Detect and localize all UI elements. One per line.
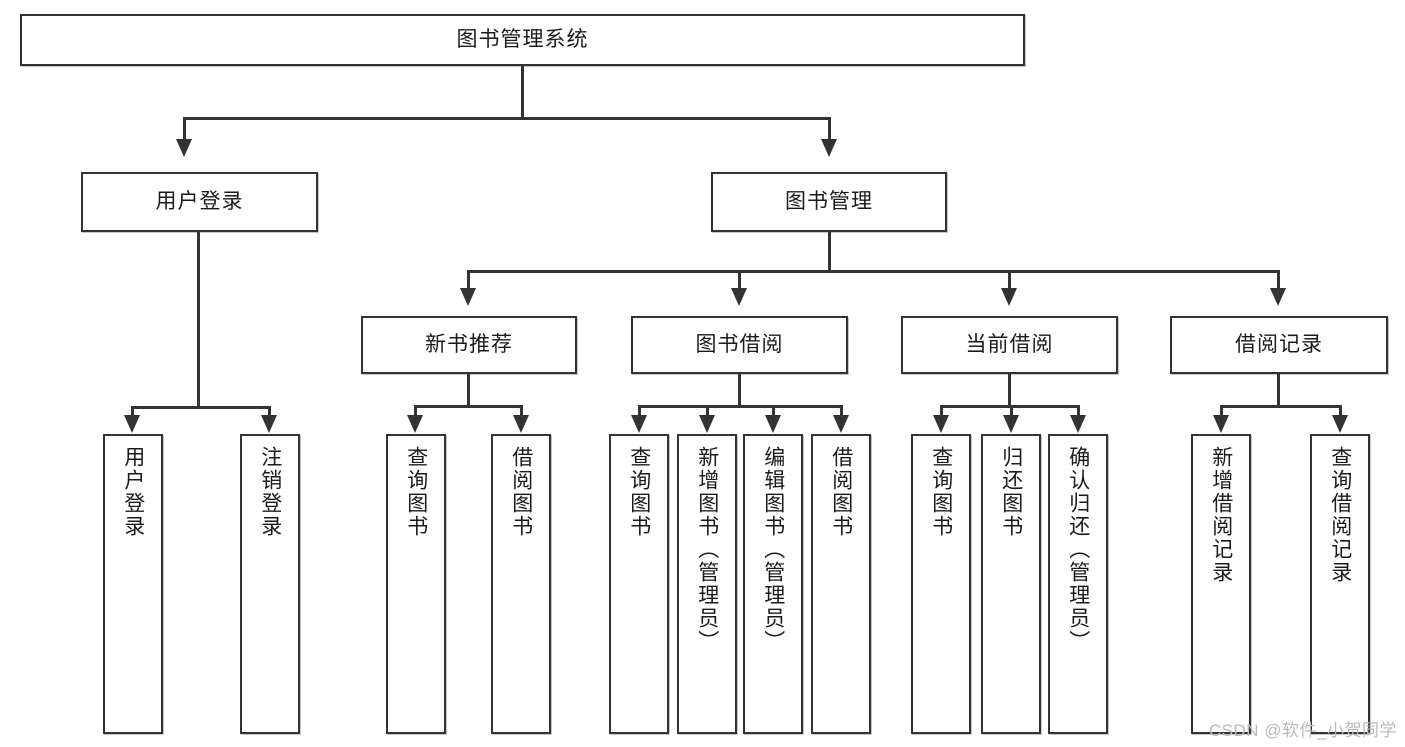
leaf-label: 编辑图书（管理员）: [761, 446, 785, 653]
leaf-label: 查询图书: [929, 446, 953, 538]
arrowhead-current-borrow-to-leaf-1: [933, 415, 949, 433]
leaf-borrow-record-add-record[interactable]: 新增借阅记录: [1191, 434, 1251, 734]
arrowhead-book-borrow-to-leaf-1: [631, 415, 647, 433]
arrowhead-book-borrow-to-leaf-3: [765, 415, 781, 433]
leaf-label: 注销登录: [258, 446, 282, 538]
node-current-borrow[interactable]: 当前借阅: [901, 316, 1118, 374]
node-root-book-management-system[interactable]: 图书管理系统: [20, 14, 1025, 66]
connector-root-stem: [521, 66, 524, 119]
connector-borrow-record-stem: [1277, 374, 1280, 407]
leaf-label: 新增借阅记录: [1209, 446, 1233, 584]
connector-book-borrow-stem: [738, 374, 741, 407]
connector-root-to-book-manage: [828, 117, 831, 141]
node-label: 图书借阅: [695, 333, 784, 357]
connector-book-manage-stem: [828, 232, 831, 273]
arrowhead-book-manage-to-borrow-record: [1270, 288, 1286, 306]
arrowhead-book-borrow-to-leaf-2: [699, 415, 715, 433]
node-book-management[interactable]: 图书管理: [711, 172, 947, 232]
leaf-label: 归还图书: [999, 446, 1023, 538]
watermark-text: CSDN @软件_小贺同学: [1208, 721, 1397, 740]
node-new-book-recommendation[interactable]: 新书推荐: [361, 316, 577, 374]
node-label: 图书管理系统: [456, 28, 589, 52]
leaf-book-borrow-add-book-admin[interactable]: 新增图书（管理员）: [677, 434, 737, 734]
node-label: 借阅记录: [1235, 333, 1323, 357]
leaf-new-book-rec-query-book[interactable]: 查询图书: [386, 434, 446, 734]
connector-current-borrow-stem: [1008, 374, 1011, 407]
leaf-current-borrow-return-book[interactable]: 归还图书: [981, 434, 1041, 734]
arrowhead-borrow-record-to-leaf-1: [1213, 415, 1229, 433]
connector-book-manage-bus: [467, 270, 1280, 273]
leaf-label: 借阅图书: [829, 446, 853, 538]
connector-borrow-record-bus: [1220, 405, 1342, 408]
arrowhead-root-to-book-manage: [821, 139, 837, 157]
leaf-current-borrow-query-book[interactable]: 查询图书: [911, 434, 971, 734]
leaf-user-login-login[interactable]: 用户登录: [103, 434, 163, 734]
connector-new-book-rec-stem: [467, 374, 470, 407]
arrowhead-current-borrow-to-leaf-3: [1070, 415, 1086, 433]
node-label: 图书管理: [785, 190, 873, 214]
leaf-label: 借阅图书: [509, 446, 533, 538]
arrowhead-user-login-to-leaf-2: [261, 415, 277, 433]
arrowhead-book-manage-to-book-borrow: [731, 288, 747, 306]
connector-new-book-rec-bus: [414, 405, 523, 408]
leaf-label: 新增图书（管理员）: [695, 446, 719, 653]
leaf-label: 查询图书: [627, 446, 651, 538]
node-user-login[interactable]: 用户登录: [81, 172, 318, 232]
connector-user-login-bus: [131, 406, 270, 409]
arrowhead-root-to-user-login: [176, 139, 192, 157]
node-label: 新书推荐: [425, 333, 513, 357]
connector-book-manage-to-current-borrow: [1008, 270, 1011, 292]
arrowhead-user-login-to-leaf-1: [124, 415, 140, 433]
leaf-label: 确认归还（管理员）: [1066, 446, 1090, 653]
leaf-book-borrow-borrow-book[interactable]: 借阅图书: [811, 434, 871, 734]
connector-root-bus: [183, 117, 831, 120]
leaf-book-borrow-edit-book-admin[interactable]: 编辑图书（管理员）: [743, 434, 803, 734]
connector-book-borrow-bus: [638, 405, 843, 408]
arrowhead-borrow-record-to-leaf-2: [1332, 415, 1348, 433]
node-book-borrow[interactable]: 图书借阅: [631, 316, 848, 374]
node-borrow-record[interactable]: 借阅记录: [1170, 316, 1388, 374]
leaf-new-book-rec-borrow-book[interactable]: 借阅图书: [491, 434, 551, 734]
arrowhead-book-borrow-to-leaf-4: [833, 415, 849, 433]
connector-book-manage-to-book-borrow: [738, 270, 741, 292]
arrowhead-current-borrow-to-leaf-2: [1003, 415, 1019, 433]
leaf-current-borrow-confirm-return-admin[interactable]: 确认归还（管理员）: [1048, 434, 1108, 734]
arrowhead-new-book-rec-to-leaf-2: [513, 415, 529, 433]
leaf-borrow-record-query-record[interactable]: 查询借阅记录: [1310, 434, 1370, 734]
leaf-label: 查询借阅记录: [1328, 446, 1352, 584]
leaf-user-login-logout[interactable]: 注销登录: [240, 434, 300, 734]
connector-book-manage-to-borrow-record: [1277, 270, 1280, 292]
arrowhead-new-book-rec-to-leaf-1: [407, 415, 423, 433]
connector-user-login-stem: [197, 232, 200, 409]
connector-book-manage-to-new-book-rec: [467, 270, 470, 292]
arrowhead-book-manage-to-new-book-rec: [460, 288, 476, 306]
leaf-label: 查询图书: [404, 446, 428, 538]
connector-root-to-user-login: [183, 117, 186, 141]
leaf-book-borrow-query-book[interactable]: 查询图书: [609, 434, 669, 734]
arrowhead-book-manage-to-current-borrow: [1001, 288, 1017, 306]
node-label: 当前借阅: [965, 333, 1054, 357]
node-label: 用户登录: [155, 190, 244, 214]
leaf-label: 用户登录: [121, 446, 145, 538]
